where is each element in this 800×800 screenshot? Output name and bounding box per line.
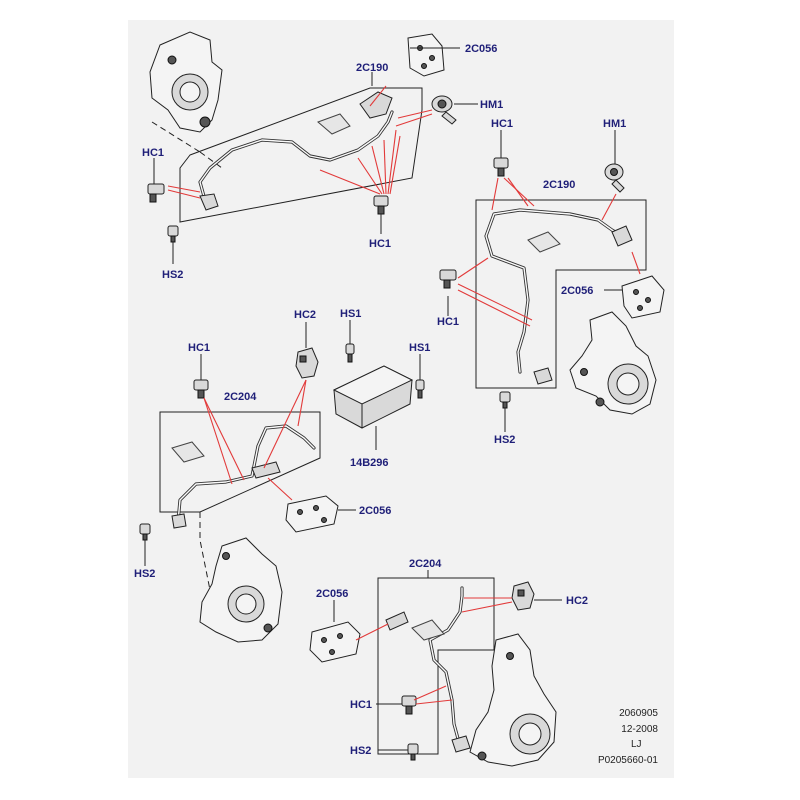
right-sensor-head — [533, 367, 553, 385]
right-2c190-connector — [611, 225, 633, 247]
top-2c056-module — [407, 33, 445, 77]
right-wheel-knuckle — [569, 311, 657, 415]
top-hs2-bolt — [167, 225, 179, 243]
right-hm1-grommet — [604, 163, 625, 193]
callout-top-hm1: HM1 — [480, 99, 503, 111]
callout-mid-14b296: 14B296 — [350, 457, 389, 469]
right-assembly: HC1 HM1 2C190 2C056 HC1 HS2 — [437, 118, 665, 446]
bottom-wheel-knuckle — [469, 633, 557, 767]
mid-hs1-bolt-a — [345, 343, 355, 363]
mid-connector-2c204 — [251, 461, 281, 479]
bottom-protective-pad — [411, 619, 445, 641]
bottom-leader-lines — [355, 597, 513, 705]
callout-top-hc1-left: HC1 — [142, 147, 164, 159]
drawing-info-block: 2060905 12-2008 LJ P0205660-01 — [598, 708, 658, 766]
mid-leader-lines — [203, 379, 307, 501]
callout-top-hc1-bottom: HC1 — [369, 238, 391, 250]
bottom-sensor-head — [451, 735, 471, 753]
top-leader-lines — [167, 85, 433, 199]
callout-right-2c056: 2C056 — [561, 285, 593, 297]
bottom-hc1-clip — [401, 695, 417, 715]
callout-bottom-hs2: HS2 — [350, 745, 371, 757]
callout-mid-hs1-a: HS1 — [340, 308, 361, 320]
drawing-region: LJ — [631, 739, 642, 750]
callout-mid-hs2: HS2 — [134, 568, 155, 580]
top-hc1-clip-left — [147, 183, 165, 203]
callout-bottom-2c204: 2C204 — [409, 558, 442, 570]
mid-hc2-clip — [295, 347, 319, 379]
right-harness-frame — [475, 199, 647, 389]
middle-assembly: HC1 HC2 HS1 HS1 2C204 14B296 2C056 HS2 — [134, 308, 430, 643]
top-2c190-connector — [359, 91, 393, 119]
bottom-harness-frame — [377, 577, 495, 755]
callout-mid-2c204: 2C204 — [224, 391, 257, 403]
callout-mid-hc2: HC2 — [294, 309, 316, 321]
right-hc1-clip-left — [439, 269, 457, 289]
top-guide-line — [199, 151, 223, 169]
callout-right-hc1-left: HC1 — [437, 316, 459, 328]
callout-mid-2c056: 2C056 — [359, 505, 391, 517]
mid-2c056-module — [285, 495, 339, 533]
mid-wheel-knuckle — [199, 537, 283, 643]
top-protective-pad — [317, 113, 351, 135]
bottom-connector-2c204 — [385, 611, 409, 631]
right-2c056-module — [621, 275, 665, 319]
callout-right-hc1-top: HC1 — [491, 118, 513, 130]
top-assembly: 2C056 2C190 HM1 HC1 HC1 HS2 — [142, 31, 503, 281]
callout-top-2c056: 2C056 — [465, 43, 497, 55]
callout-mid-hc1: HC1 — [188, 342, 210, 354]
drawing-number: 2060905 — [619, 708, 658, 719]
top-hm1-grommet — [431, 95, 457, 125]
bottom-assembly: 2C204 2C056 HC2 HC1 HS2 — [309, 558, 588, 767]
drawing-reference: P0205660-01 — [598, 755, 658, 766]
top-sensor-head — [199, 193, 219, 211]
top-harness-frame — [179, 87, 423, 223]
mid-harness-frame — [159, 411, 321, 513]
mid-protective-pad — [171, 441, 205, 463]
callout-right-hs2: HS2 — [494, 434, 515, 446]
callout-bottom-hc1: HC1 — [350, 699, 372, 711]
mid-14b296-module — [332, 365, 414, 429]
callout-top-2c190: 2C190 — [356, 62, 388, 74]
callout-mid-hs1-b: HS1 — [409, 342, 430, 354]
callout-right-hm1: HM1 — [603, 118, 626, 130]
mid-hs2-bolt — [139, 523, 151, 541]
right-protective-pad — [527, 231, 561, 253]
callout-bottom-hc2: HC2 — [566, 595, 588, 607]
callout-bottom-2c056: 2C056 — [316, 588, 348, 600]
callout-right-2c190: 2C190 — [543, 179, 575, 191]
bottom-2c056-module — [309, 621, 361, 663]
bottom-hs2-bolt — [407, 743, 419, 761]
top-wheel-knuckle — [149, 31, 223, 133]
drawing-date: 12-2008 — [621, 724, 658, 735]
callout-top-hs2: HS2 — [162, 269, 183, 281]
mid-sensor-head — [171, 513, 187, 529]
right-leader-lines — [457, 177, 641, 327]
